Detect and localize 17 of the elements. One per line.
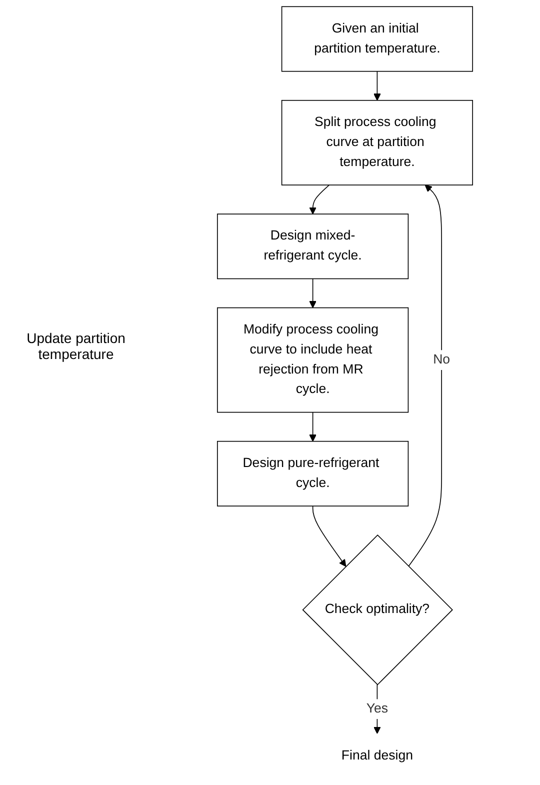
arrow xyxy=(309,184,330,214)
arrow xyxy=(408,184,442,567)
arrow xyxy=(312,506,346,567)
node-box: Given an initial partition temperature. xyxy=(281,6,473,72)
arrow xyxy=(309,278,316,308)
node-box: Modify process cooling curve to include heat rejection from MR cycle. xyxy=(217,307,409,413)
arrow xyxy=(374,70,381,101)
node-box: Split process cooling curve at partition temperature. xyxy=(281,100,473,186)
arrow xyxy=(374,684,381,734)
node-text: Final design xyxy=(341,748,413,763)
node-box: Design pure-refrigerant cycle. xyxy=(217,440,409,506)
node-diamond: Check optimality? xyxy=(302,534,453,686)
edge-label: No xyxy=(433,352,450,367)
node-box: Design mixed-refrigerant cycle. xyxy=(217,214,409,280)
edge-label: Yes xyxy=(366,702,388,716)
arrow xyxy=(309,412,316,442)
loop-note: Update partition temperature xyxy=(26,330,126,362)
